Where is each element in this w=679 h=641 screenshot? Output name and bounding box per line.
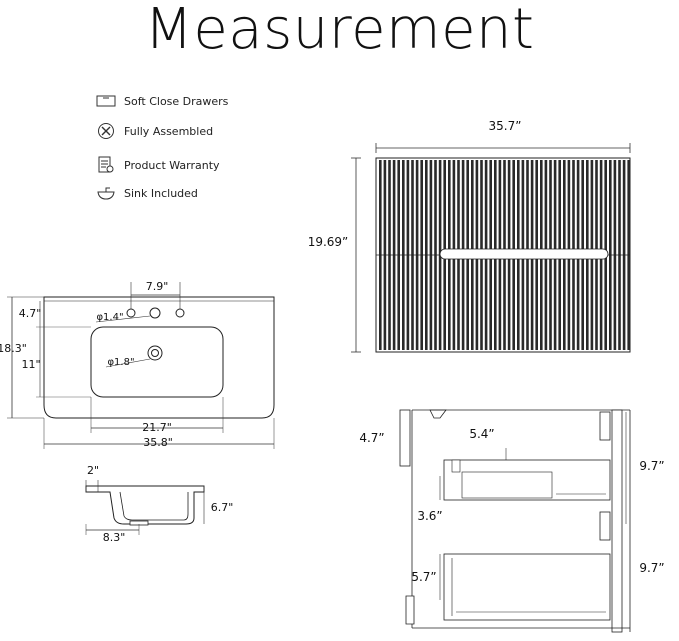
lower-offset-label: 5.7” — [411, 570, 436, 584]
faucet-hole-center — [149, 307, 161, 319]
profile-depth-label: 6.7" — [211, 501, 234, 514]
page-title: Measurement — [144, 0, 535, 62]
total-depth-label: 18.3" — [0, 342, 27, 355]
sink-profile-view: 2" 6.7" 8.3" — [85, 464, 234, 544]
sink-icon — [97, 187, 115, 200]
sink-top-view: 7.9" φ1.4" φ1.8" 18.3" 4.7" 11" 21.7" 35… — [0, 280, 275, 449]
drain-diameter-label: φ1.8" — [107, 357, 134, 368]
total-width-label: 35.8" — [143, 436, 173, 449]
front-height-label: 19.69” — [308, 235, 349, 249]
inner-height-label: 3.6” — [417, 509, 442, 523]
basin-width-label: 21.7" — [142, 421, 172, 434]
drain-inner — [151, 349, 159, 357]
feature-warranty: Product Warranty — [96, 156, 220, 174]
drawer-icon — [96, 95, 116, 107]
feature-assembled: Fully Assembled — [96, 122, 213, 140]
front-view: 35.7” 19.69” — [308, 119, 631, 353]
rim-label: 2" — [87, 464, 99, 477]
feature-label: Sink Included — [124, 186, 198, 200]
back-depth-label: 4.7" — [19, 307, 42, 320]
feature-label: Soft Close Drawers — [124, 94, 229, 108]
feature-sink: Sink Included — [96, 185, 198, 201]
upper-height-label: 9.7” — [639, 459, 664, 473]
lower-height-label: 9.7” — [639, 561, 664, 575]
top-gap-label: 4.7” — [359, 431, 384, 445]
basin — [90, 326, 224, 398]
faucet-hole-left — [126, 308, 136, 318]
front-width-label: 35.7” — [489, 119, 522, 133]
drain-offset-label: 8.3" — [103, 531, 126, 544]
feature-soft-close: Soft Close Drawers — [96, 94, 228, 108]
drawer-handle — [439, 248, 609, 260]
tools-icon — [98, 123, 114, 139]
lower-drawer — [443, 553, 611, 621]
basin-depth-label: 11" — [21, 358, 40, 371]
warranty-icon — [98, 156, 114, 173]
faucet-spacing-label: 7.9" — [146, 280, 169, 293]
hole-diameter-label: φ1.4" — [96, 312, 123, 323]
side-section-view: 4.7” 5.4” 3.6” 9.7” 5.7” 9.7” — [359, 409, 665, 633]
faucet-hole-right — [175, 308, 185, 318]
feature-label: Fully Assembled — [124, 124, 214, 138]
drawer-cut-label: 5.4” — [469, 427, 494, 441]
feature-label: Product Warranty — [124, 158, 220, 172]
